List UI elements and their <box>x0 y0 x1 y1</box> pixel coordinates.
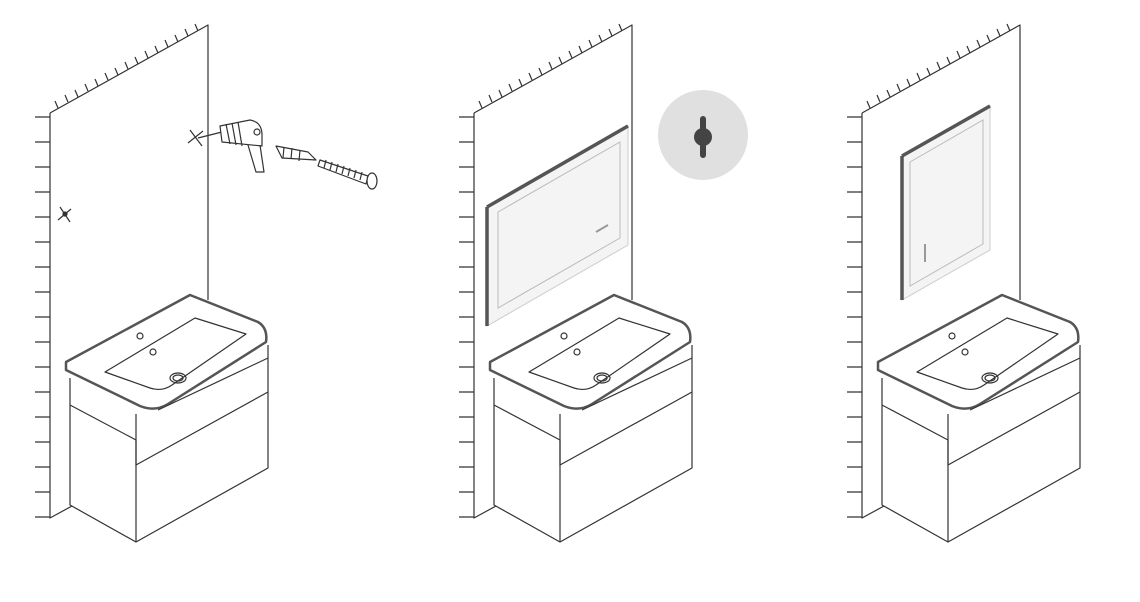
wall-and-vanity <box>845 22 1082 544</box>
step-1-panel <box>33 22 378 544</box>
portrait-mirror <box>900 104 991 301</box>
step-2-panel <box>457 22 748 544</box>
keyhole-hanger-icon <box>658 90 748 180</box>
wall-anchor-icon <box>275 145 317 162</box>
drill-mark-icon <box>57 129 204 223</box>
screw-icon <box>317 159 378 190</box>
drill-icon <box>197 119 265 173</box>
step-3-panel <box>845 22 1082 544</box>
wall-and-vanity <box>33 22 270 544</box>
landscape-mirror <box>485 124 629 327</box>
